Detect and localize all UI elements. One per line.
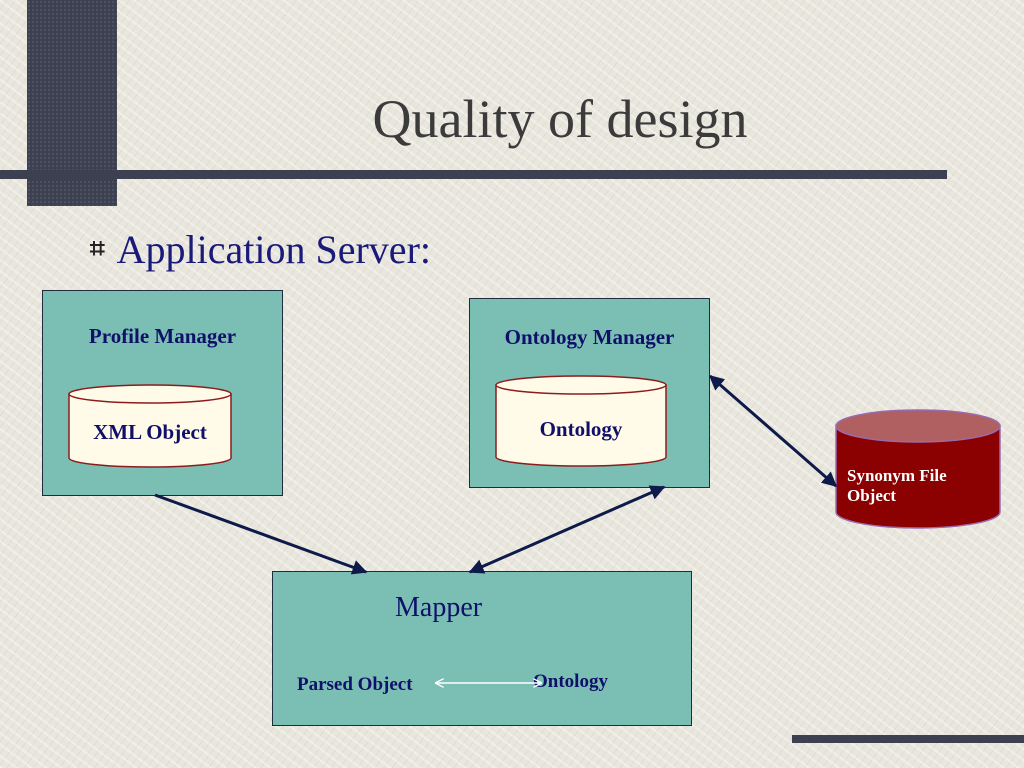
arrow-mapper-ontology-manager xyxy=(468,485,666,574)
cylinder-shape xyxy=(495,375,667,467)
profile-manager-label: Profile Manager xyxy=(88,324,237,348)
footer-bar xyxy=(792,735,1024,743)
arrow-ontology-manager-synonym xyxy=(708,374,838,488)
ontology-label: Ontology xyxy=(539,417,623,441)
synonym-file-cylinder: Synonym File Object xyxy=(835,408,1001,530)
mapper-label: Mapper xyxy=(395,592,483,623)
xml-object-label: XML Object xyxy=(93,420,207,444)
ontology-manager-label: Ontology Manager xyxy=(504,325,675,349)
hash-bullet-icon: ⌗ xyxy=(90,234,105,264)
slide-title: Quality of design xyxy=(372,89,748,149)
xml-object-cylinder: XML Object xyxy=(68,384,232,470)
cylinder-shape xyxy=(835,409,1001,529)
synonym-file-label: Synonym File Object xyxy=(847,466,947,506)
title-underline-bar xyxy=(0,170,947,179)
cylinder-shape xyxy=(68,384,232,468)
mapper-box xyxy=(272,571,692,726)
profile-manager-box: Profile Manager XML Object xyxy=(42,290,283,496)
arrow-profile-to-mapper xyxy=(154,493,368,575)
mapper-ontology-label: Ontology xyxy=(533,671,608,692)
bullet-item: ⌗ Application Server: xyxy=(90,226,431,273)
ontology-cylinder: Ontology xyxy=(495,375,667,469)
ontology-manager-box: Ontology Manager Ontology xyxy=(469,298,710,488)
parsed-object-label: Parsed Object xyxy=(297,674,413,695)
synonym-line-2: Object xyxy=(847,486,897,505)
synonym-line-1: Synonym File xyxy=(847,466,947,485)
bullet-text: Application Server: xyxy=(116,227,431,272)
